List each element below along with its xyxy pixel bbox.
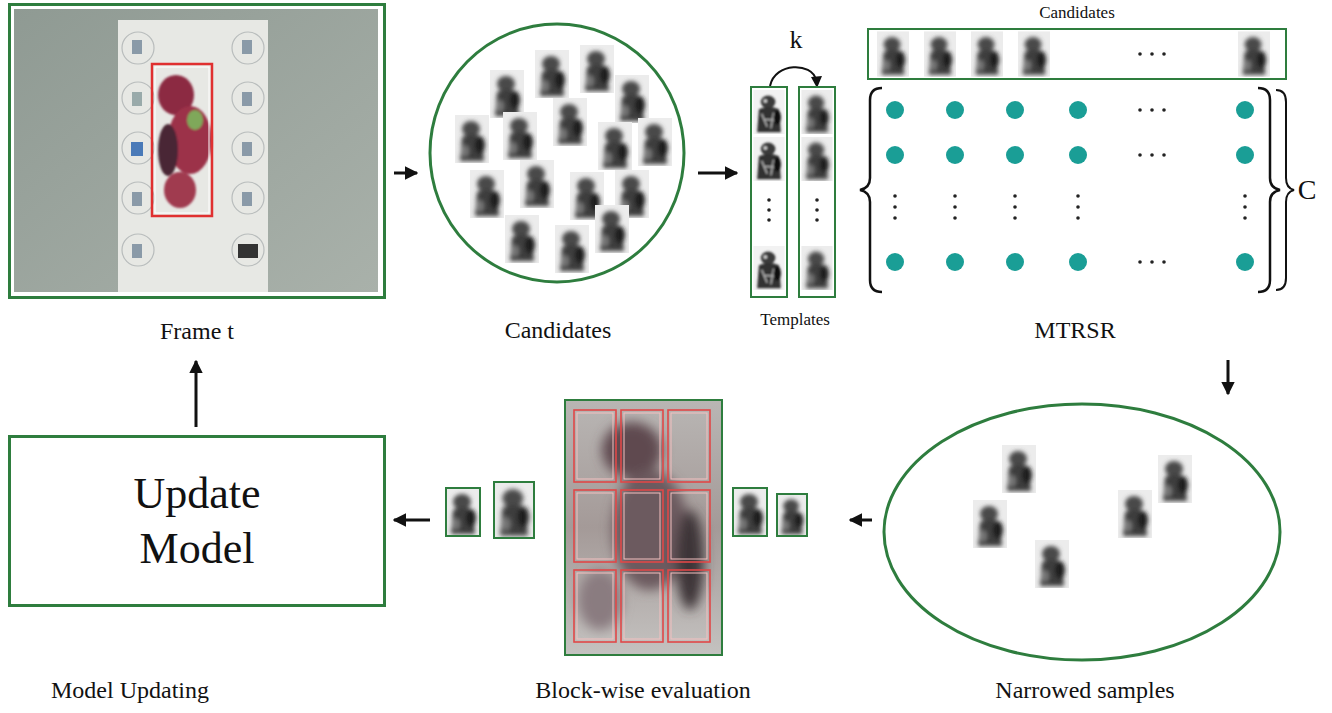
- flow-arrow: [195, 361, 198, 427]
- node-text-holder: Templates: [760, 310, 830, 330]
- node-text-holder: Update Model: [87, 466, 307, 576]
- box-outline: [8, 435, 386, 607]
- node-text-holder: Block-wise evaluation: [535, 676, 750, 705]
- box-outline: [867, 28, 1287, 80]
- update-model-box: Update Model: [8, 435, 386, 607]
- node-text-holder: Candidates: [1039, 3, 1115, 23]
- c-label: C: [1298, 173, 1317, 207]
- k-label-holder: k: [790, 24, 803, 55]
- node-text: Narrowed samples: [995, 676, 1174, 705]
- node-text: Block-wise evaluation: [535, 676, 750, 705]
- box-outline: [798, 86, 836, 298]
- flow-arrow: [1227, 360, 1230, 394]
- k-label: k: [790, 24, 803, 55]
- node-text: Candidates: [1039, 3, 1115, 23]
- node-text-holder: Narrowed samples: [995, 676, 1174, 705]
- node-text: Templates: [760, 310, 830, 330]
- node-text: Candidates: [505, 316, 612, 345]
- box-outline: [8, 3, 386, 299]
- ellipse-outline: [425, 20, 690, 350]
- flow-arrow: [394, 172, 417, 175]
- flow-arrow: [850, 519, 872, 522]
- candidates-ellipse: Candidates: [425, 20, 690, 350]
- node-text: MTRSR: [1034, 316, 1115, 345]
- stage-label: Model Updating: [51, 676, 209, 705]
- node-text-holder: Frame t: [160, 317, 234, 346]
- block-evaluation-group: Block-wise evaluation: [438, 398, 842, 708]
- ellipse-shape: [430, 24, 684, 282]
- flow-arrow: [394, 519, 430, 522]
- flow-arrow: [698, 172, 737, 175]
- narrowed-samples-ellipse: Narrowed samples: [880, 402, 1284, 707]
- ellipse-shape: [884, 404, 1280, 660]
- node-text-holder: Candidates: [505, 316, 612, 345]
- node-text-holder: MTRSR: [1034, 316, 1115, 345]
- candidates-row-box: Candidates: [865, 0, 1290, 82]
- frame-image-box: Frame t: [8, 3, 386, 353]
- c-label-holder: C: [1298, 173, 1317, 207]
- box-outline: [750, 86, 788, 298]
- node-text: Frame t: [160, 317, 234, 346]
- mtrsr-region: MTRSR Templates Candidates: [745, 0, 1325, 352]
- templates-box: Templates: [750, 86, 846, 336]
- node-text: Update Model: [87, 466, 307, 576]
- ellipse-outline: [880, 402, 1284, 707]
- stage-label-holder: Model Updating: [51, 676, 209, 705]
